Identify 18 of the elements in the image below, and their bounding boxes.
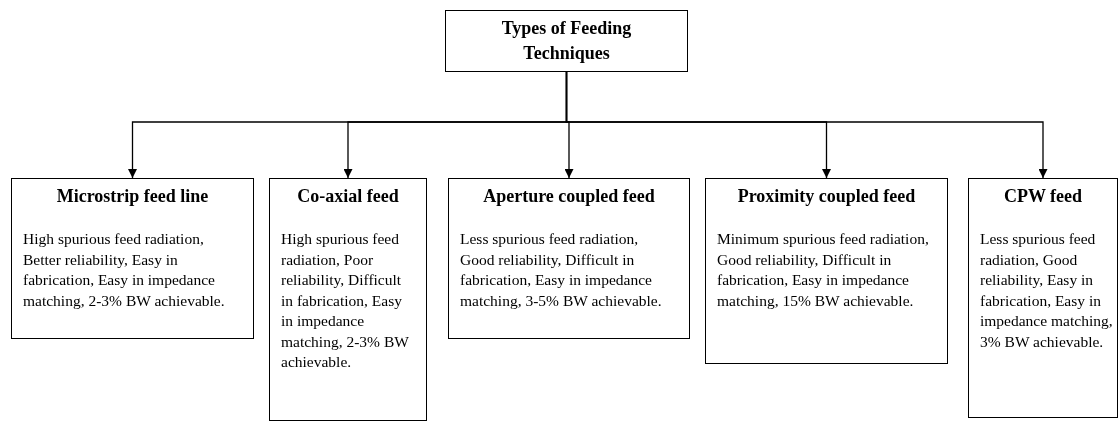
- feature-list: High spurious feed radiation, Better reliability, Easy in fabrication, Easy in impedance matching, 2-3% BW achievable.: [23, 229, 238, 311]
- feature-list: Minimum spurious feed radiation, Good reliability, Difficult in fabrication, Easy in impedance matching, 15% BW achievable.: [717, 229, 932, 311]
- box-heading: Types of Feeding Techniques: [500, 17, 633, 65]
- box-heading: Proximity coupled feed: [736, 185, 917, 208]
- title-box: [445, 10, 688, 72]
- feed-type-box: [11, 178, 254, 339]
- box-heading: CPW feed: [1002, 185, 1084, 208]
- feature-list: High spurious feed radiation, Poor reliability, Difficult in fabrication, Easy in impedance matching, 2-3% BW achievable.: [281, 229, 417, 373]
- feed-type-box: [269, 178, 427, 421]
- box-heading: Co-axial feed: [296, 185, 400, 208]
- feature-list: Less spurious feed radiation, Good reliability, Easy in fabrication, Easy in impedance matching, 3% BW achievable.: [980, 229, 1118, 352]
- box-heading: Microstrip feed line: [55, 185, 210, 208]
- arrow: [565, 71, 1048, 179]
- feed-type-box: [705, 178, 948, 364]
- feature-list: Less spurious feed radiation, Good reliability, Difficult in fabrication, Easy in impedance matching, 3-5% BW achievable.: [460, 229, 675, 311]
- feed-type-box: [968, 178, 1118, 418]
- box-heading: Aperture coupled feed: [482, 185, 656, 208]
- feed-type-box: [448, 178, 690, 339]
